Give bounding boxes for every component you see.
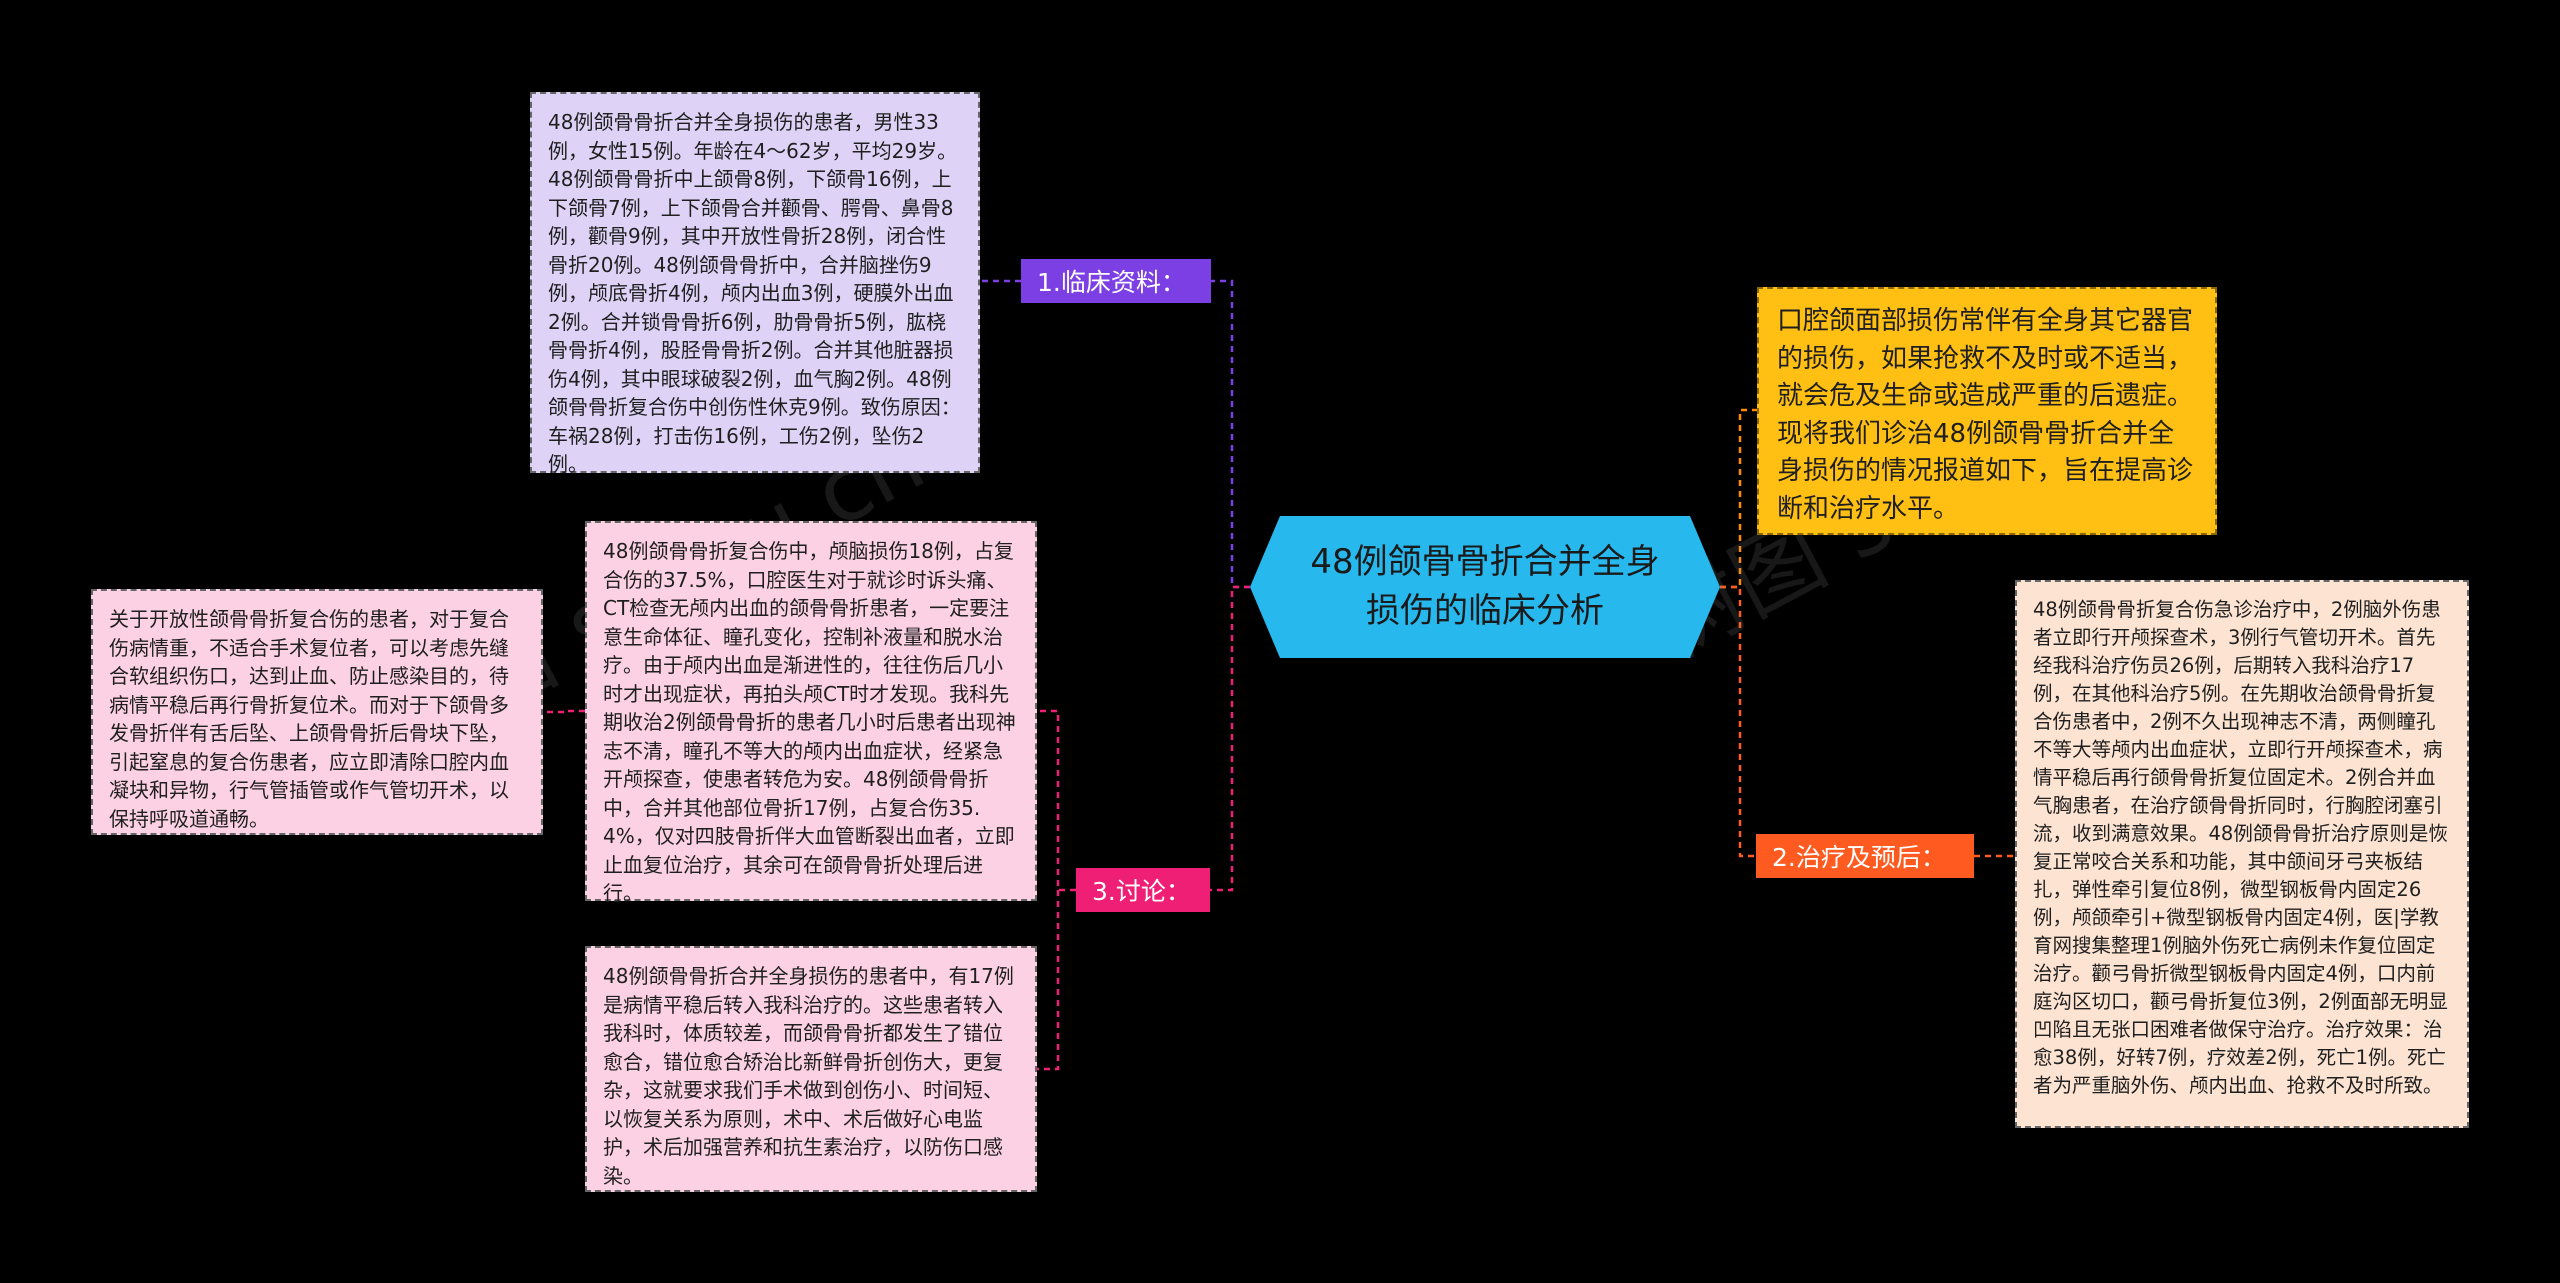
leaf-intro[interactable]: 口腔颌面部损伤常伴有全身其它器官的损伤，如果抢救不及时或不适当，就会危及生命或造… [1757,287,2217,535]
leaf-treatment-text: 48例颌骨骨折复合伤急诊治疗中，2例脑外伤患者立即行开颅探查术，3例行气管切开术… [2033,598,2448,1097]
connector-center-clinical [1211,279,1250,589]
leaf-clinical-data[interactable]: 48例颌骨骨折合并全身损伤的患者，男性33例，女性15例。年龄在4～62岁，平均… [530,92,980,476]
leaf-intro-text: 口腔颌面部损伤常伴有全身其它器官的损伤，如果抢救不及时或不适当，就会危及生命或造… [1777,306,2194,524]
leaf-discussion-1[interactable]: 48例颌骨骨折复合伤中，颅脑损伤18例，占复合伤的37.5%，口腔医生对于就诊时… [585,521,1037,905]
connector-center-discussion [1210,585,1250,892]
leaf-discussion-2[interactable]: 48例颌骨骨折合并全身损伤的患者中，有17例是病情平稳后转入我科治疗的。这些患者… [585,946,1037,1192]
leaf-treatment[interactable]: 48例颌骨骨折复合伤急诊治疗中，2例脑外伤患者立即行开颅探查术，3例行气管切开术… [2015,580,2469,1128]
leaf-clinical-data-text: 48例颌骨骨折合并全身损伤的患者，男性33例，女性15例。年龄在4～62岁，平均… [548,110,961,476]
central-topic[interactable]: 48例颌骨骨折合并全身损伤的临床分析 [1250,516,1720,658]
connector-center-right [1720,408,1757,589]
leaf-discussion-1-text: 48例颌骨骨折复合伤中，颅脑损伤18例，占复合伤的37.5%，口腔医生对于就诊时… [603,539,1016,905]
connector-discussion1-leaf3 [543,709,585,714]
branch-treatment-prognosis[interactable]: 2.治疗及预后： [1756,834,1974,878]
leaf-discussion-3[interactable]: 关于开放性颌骨骨折复合伤的患者，对于复合伤病情重，不适合手术复位者，可以考虑先缝… [91,589,543,835]
connector-center-treatment [1720,585,1756,858]
connector-discussion-leaves [1037,709,1076,1071]
branch-clinical-data[interactable]: 1.临床资料： [1021,259,1211,303]
leaf-discussion-3-text: 关于开放性颌骨骨折复合伤的患者，对于复合伤病情重，不适合手术复位者，可以考虑先缝… [109,607,509,831]
leaf-discussion-2-text: 48例颌骨骨折合并全身损伤的患者中，有17例是病情平稳后转入我科治疗的。这些患者… [603,964,1014,1188]
branch-discussion[interactable]: 3.讨论： [1076,868,1210,912]
